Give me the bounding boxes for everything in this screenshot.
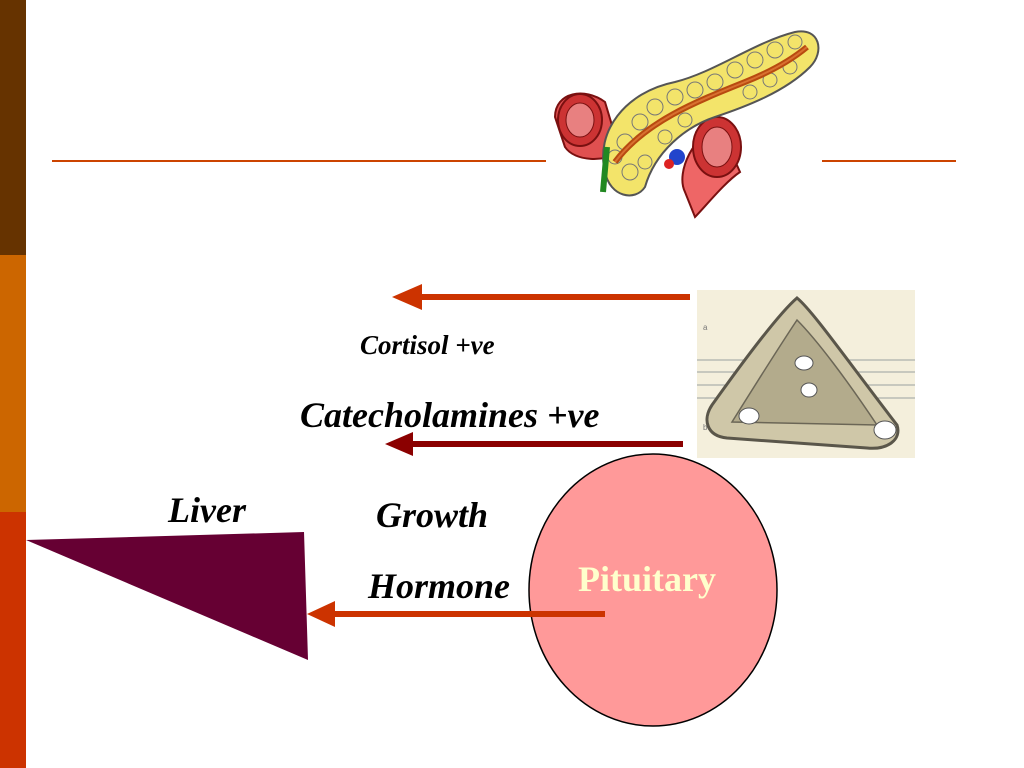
- pancreas-image: [553, 30, 820, 219]
- title-rule-right: [822, 160, 956, 162]
- svg-text:b: b: [703, 423, 708, 432]
- pituitary-circle: [528, 453, 778, 727]
- growth-hormone-arrow: [307, 601, 605, 627]
- cortisol-label: Cortisol +ve: [360, 330, 495, 360]
- catecholamines-label: Catecholamines +ve: [300, 395, 600, 435]
- hormone-label: Hormone: [368, 566, 511, 606]
- cortisol-arrow: [392, 284, 690, 310]
- growth-label: Growth: [376, 495, 489, 535]
- title-rule-left: [52, 160, 546, 162]
- pituitary-label: Pituitary: [578, 559, 716, 599]
- islet-histology-image: ab: [697, 290, 915, 458]
- liver-label: Liver: [168, 490, 246, 530]
- side-bar-middle: [0, 255, 26, 512]
- catecholamines-arrow: [385, 432, 683, 456]
- side-bar-top: [0, 0, 26, 255]
- side-bar-bottom: [0, 512, 26, 768]
- svg-text:a: a: [703, 323, 708, 332]
- liver-shape: [26, 532, 308, 660]
